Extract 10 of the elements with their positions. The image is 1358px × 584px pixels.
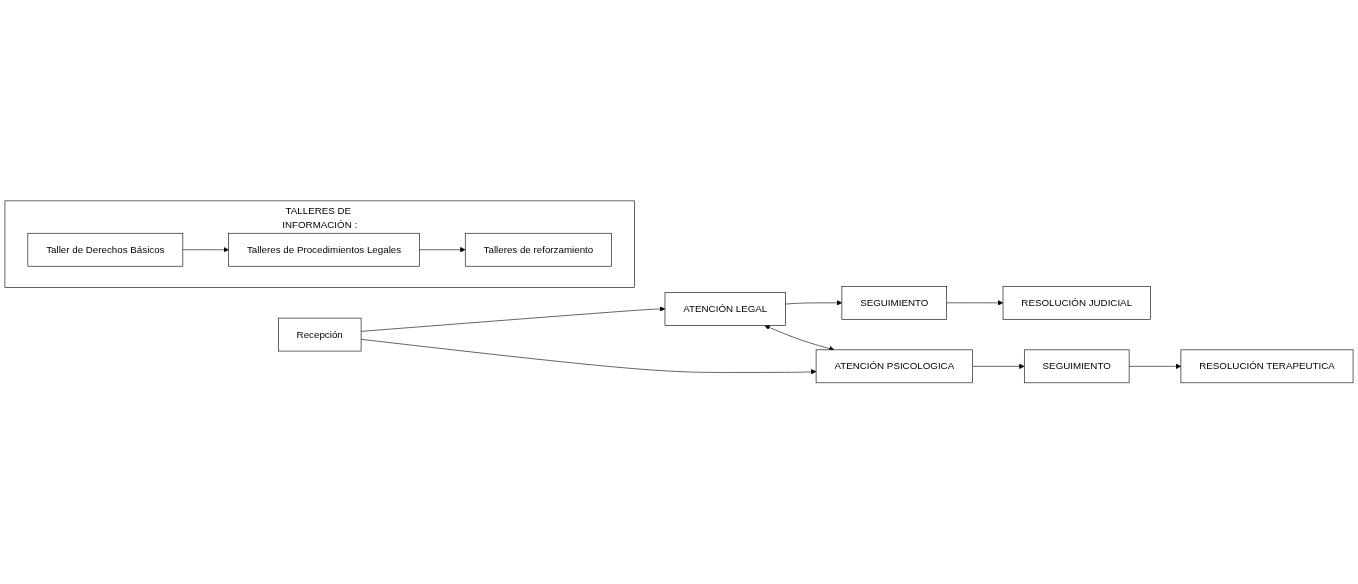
node-box: ATENCIÓN LEGAL [664,292,786,326]
node-box: Talleres de Procedimientos Legales [228,233,420,267]
node-box: SEGUIMIENTO [841,286,947,320]
node-box: Talleres de reforzamiento [464,233,612,267]
node-box: RESOLUCIÓN TERAPEUTICA [1180,349,1354,384]
node-box: ATENCIÓN PSICOLOGICA [815,349,973,384]
node-box: Taller de Derechos Básicos [27,233,184,267]
node-box: Recepción [278,317,362,352]
node-box: RESOLUCIÓN JUDICIAL [1002,286,1151,320]
node-box: SEGUIMIENTO [1024,349,1130,384]
